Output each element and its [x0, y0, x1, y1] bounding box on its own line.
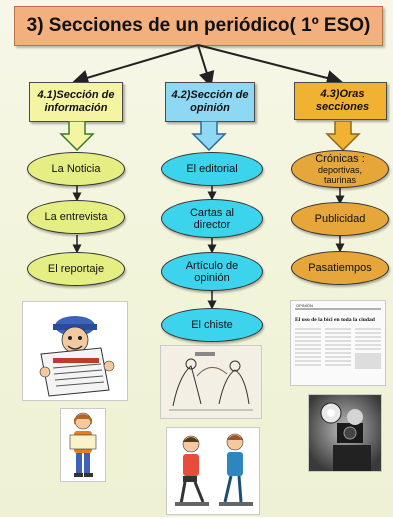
- oval-cronicas: Crónicas :deportivas,taurinas: [291, 150, 389, 188]
- interview-icon: [175, 433, 253, 506]
- connector-right: [197, 44, 343, 86]
- newspaper-page-image: OPINIÓN El uso de la bici en toda la ciu…: [290, 300, 386, 386]
- interview-illustration: [166, 427, 260, 515]
- newspaper-masthead: OPINIÓN: [296, 303, 313, 308]
- block-arrow-left: [59, 121, 95, 151]
- oval-el-editorial: El editorial: [161, 152, 263, 186]
- oval-pasatiempos: Pasatiempos: [291, 251, 389, 285]
- block-arrow-right: [325, 121, 361, 151]
- cartoon-sketch-image: [160, 345, 262, 419]
- oval-el-chiste: El chiste: [161, 308, 263, 342]
- photographer-icon: [309, 395, 381, 471]
- connector-left: [72, 44, 199, 86]
- oval-la-entrevista: La entrevista: [27, 200, 125, 234]
- oval-la-noticia: La Noticia: [27, 152, 125, 186]
- connector-center: [197, 44, 215, 88]
- cartoon-sketch-icon: [161, 346, 261, 418]
- photographer-image: [308, 394, 382, 472]
- header-other-sections: 4.3)Oras secciones: [294, 82, 387, 120]
- newspaper-page-icon: OPINIÓN El uso de la bici en toda la ciu…: [291, 301, 385, 385]
- oval-el-reportaje: El reportaje: [27, 252, 125, 286]
- block-arrow-center: [191, 121, 227, 151]
- newspaper-headline: El uso de la bici en toda la ciudad: [295, 317, 376, 323]
- page-title: 3) Secciones de un periódico( 1º ESO): [14, 6, 383, 46]
- newsboy-icon: [39, 316, 115, 397]
- girl-reading-icon: [69, 412, 97, 477]
- newsboy-illustration: [22, 301, 128, 401]
- oval-publicidad: Publicidad: [291, 202, 389, 236]
- girl-reading-illustration: [60, 408, 106, 482]
